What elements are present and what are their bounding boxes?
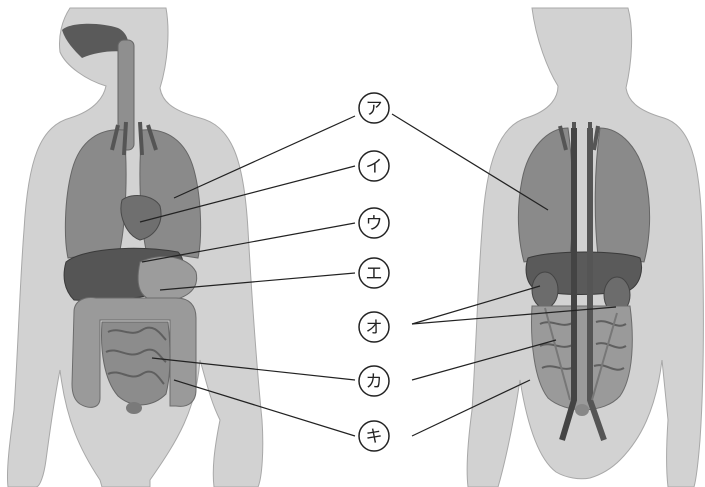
label-ka: カ (359, 366, 389, 396)
label-e-text: エ (366, 264, 383, 284)
label-u-text: ウ (366, 214, 383, 234)
label-e: エ (359, 258, 389, 288)
label-i: イ (359, 151, 389, 181)
label-o-text: オ (366, 318, 383, 338)
bladder (575, 404, 589, 416)
label-o: オ (359, 312, 389, 342)
label-ki: キ (359, 421, 389, 451)
label-ka-text: カ (366, 372, 383, 392)
label-u: ウ (359, 208, 389, 238)
label-ki-text: キ (366, 427, 383, 447)
rectum (126, 402, 142, 414)
leader-ki-front (174, 380, 355, 436)
left-kidney (532, 272, 558, 308)
label-i-text: イ (366, 157, 383, 177)
label-a: ア (359, 93, 389, 123)
label-a-text: ア (366, 99, 383, 119)
back-figure (467, 8, 703, 487)
